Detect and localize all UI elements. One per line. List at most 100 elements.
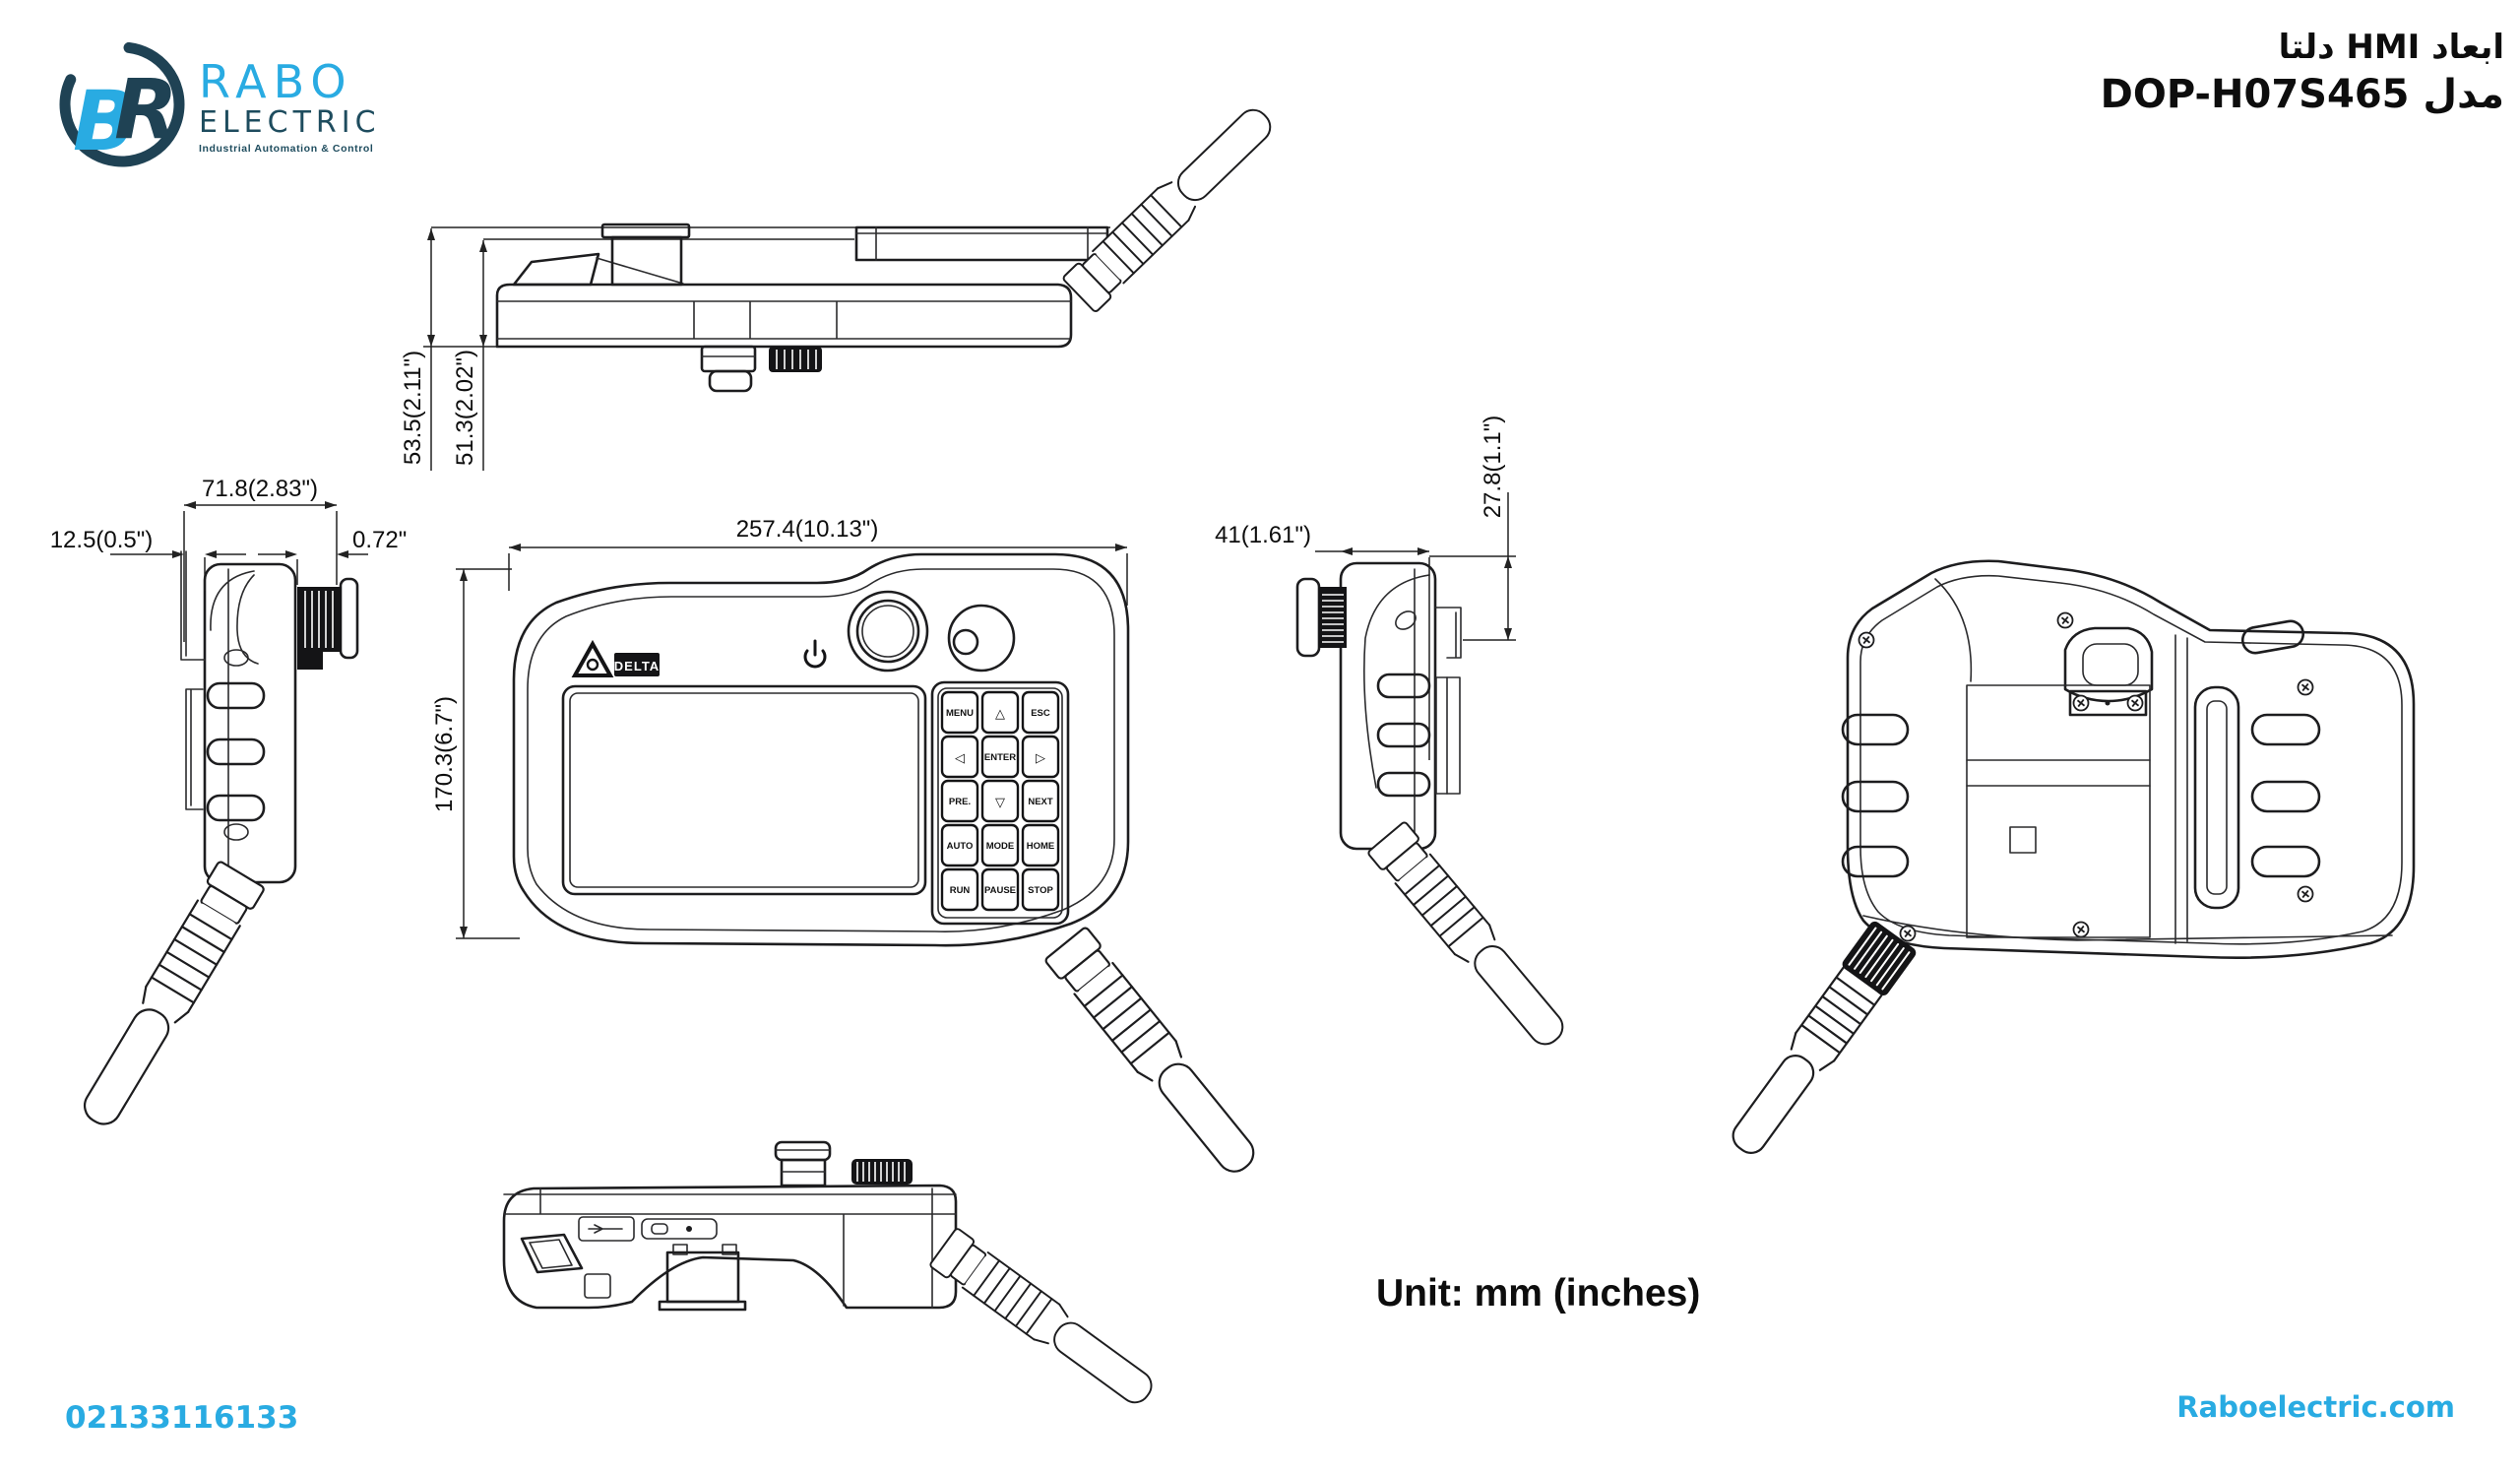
front-view-bezel [527,568,1115,932]
grip-rib [2240,619,2305,655]
screw-icon [2126,694,2144,712]
membrane-key [1021,735,1060,779]
dim-top-height-outer: 53.5(2.11") [400,351,426,465]
left-view-body [203,562,297,884]
selector-knob [947,604,1016,673]
membrane-key [980,823,1020,867]
cable-bottom-view [928,1226,1163,1416]
logo-swoosh-icon [59,41,185,167]
website-link[interactable]: Raboelectric.com [2176,1390,2455,1424]
membrane-key [1021,779,1060,823]
cable-top-view [1061,96,1283,314]
mounting-hook [1434,607,1462,659]
screw-icon [2297,885,2314,903]
usb-icon [588,1224,623,1234]
title-line-2: مدل DOP-H07S465 [2100,72,2504,117]
logo-monogram: B R [59,41,185,169]
port-dot-icon [686,1226,692,1232]
rear-view [1732,559,2416,1154]
membrane-key [980,735,1020,779]
estop-flange-top [600,223,691,239]
rear-panel [1966,684,2151,938]
screw-icon [2072,921,2090,938]
emergency-stop-button [847,590,929,673]
dim-left-flange-offset: 12.5(0.5") [50,527,154,553]
grip-rib [1841,780,1910,813]
estop-block-top [610,235,683,287]
key-label: ESC [1031,708,1050,719]
membrane-key [940,867,979,912]
bottom-view-body [502,1184,958,1310]
dim-right-mount-depth: 27.8(1.1") [1480,416,1506,519]
bottom-tab [584,1273,611,1299]
grip-rib [1841,713,1910,746]
membrane-key [940,779,979,823]
usb-port-cover [578,1216,718,1242]
grip-rib [1376,722,1431,748]
key-label: PAUSE [984,885,1016,896]
key-label: RUN [950,885,971,896]
membrane-key [980,690,1020,735]
cable-front-view [1042,925,1268,1186]
membrane-key [940,690,979,735]
key-label-left-icon: ◁ [955,751,965,766]
cable-left-view [70,859,267,1136]
grip-rib [206,738,266,766]
dim-front-height: 170.3(6.7") [431,696,458,812]
front-dim-lines [456,546,1128,939]
grip-rib [206,794,266,822]
delta-logo: DELTA [571,639,660,677]
knob-flange [1295,577,1321,658]
mounting-bracket-left [180,550,206,810]
key-label-right-icon: ▷ [1036,751,1045,766]
grip-rib [1841,845,1910,878]
dim-front-width: 257.4(10.13") [736,516,879,543]
grip-rib [1376,673,1431,699]
grip-rib [206,681,266,710]
front-view: DELTA MENU △ [431,516,1268,1186]
dim-left-depth: 71.8(2.83") [202,476,318,502]
grip-rib [2250,780,2321,813]
right-side-view: 41(1.61") 27.8(1.1") [1215,416,1576,1057]
power-icon [803,639,827,669]
membrane-key [940,735,979,779]
phone-number: 02133116133 [65,1400,299,1436]
top-dim-lines [423,228,497,471]
logo-brand-primary: RABO [199,54,353,108]
key-label: STOP [1028,885,1053,896]
mounting-bracket-right [1435,676,1461,795]
membrane-key [1021,690,1060,735]
key-label: NEXT [1028,797,1053,807]
logo-brand-secondary: ELECTRIC [199,104,381,140]
key-label: PRE. [949,797,971,807]
key-label-up-icon: △ [995,707,1005,722]
knurled-knob-bottom [851,1159,913,1185]
mounting-plate-lines [855,226,1108,261]
top-view: 53.5(2.11") 51.3(2.02") [400,96,1283,471]
logo-wordmark: RABO ELECTRIC Industrial Automation & Co… [199,57,381,155]
right-dim-lines [1315,492,1516,760]
membrane-keypad: MENU △ ESC ◁ ENTER ▷ PRE. ▽ NEXT AUTO [930,680,1070,926]
screw-icon [2056,611,2074,629]
dim-left-connector-depth: 0.72" [352,527,407,553]
cable-rear-view [1732,921,1917,1154]
logo-letter-b: B [73,73,136,169]
dim-top-height-inner: 51.3(2.02") [452,350,478,466]
selector-knob-cap [708,369,753,393]
unit-note: Unit: mm (inches) [1376,1272,1701,1315]
foot-pad [520,1233,584,1274]
membrane-key [980,867,1020,912]
right-view-body [1339,561,1437,851]
bottom-view [502,1140,1163,1416]
cable-right-view [1365,820,1576,1057]
grip-rib [1376,771,1431,798]
knurled-knob-side [1319,587,1347,648]
top-view-brace [596,257,684,285]
top-view-body [495,283,1073,349]
grip-rib [2250,845,2321,878]
top-view-vent [512,252,600,287]
title-block: ابعاد HMI دلتا مدل DOP-H07S465 [2101,26,2504,120]
touch-screen [561,684,927,896]
